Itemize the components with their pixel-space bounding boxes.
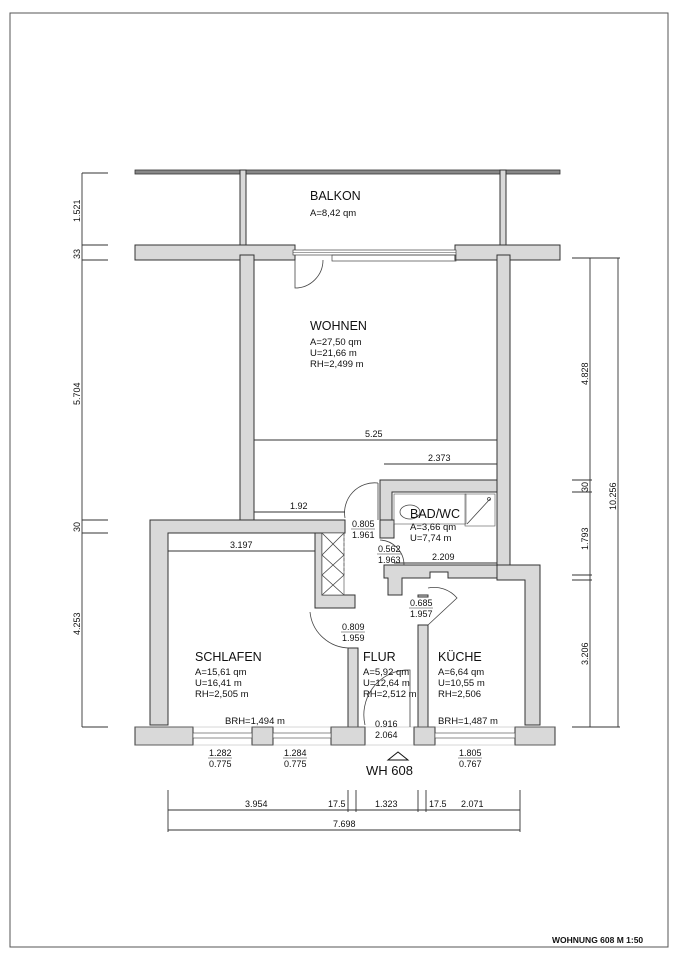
kueche-wall-top [417,594,429,598]
dim-right-kueche: 3.206 [580,642,590,665]
room-name-wohnen: WOHNEN [310,319,367,333]
door-height: 1.961 [352,530,375,540]
room-name-bad: BAD/WC [410,507,460,521]
window-height: 0.775 [284,759,307,769]
left-dimension-chain [81,172,108,728]
room-sill-kueche: BRH=1,487 m [438,716,498,727]
schlafen-wall [149,519,346,726]
room-area-balkon: A=8,42 qm [310,208,356,219]
room-height-schlafen: RH=2,505 m [195,689,249,700]
room-height-flur: RH=2,512 m [363,689,417,700]
sink-icon [399,504,421,520]
dim-bottom-4: 17.5 [429,799,447,809]
inner-dimensions [168,439,497,564]
window-3 [434,732,516,739]
dim-wohnen-width: 5.25 [365,429,383,439]
bad-south-wall [383,564,498,596]
kueche-east-wall [496,564,541,726]
room-height-kueche: RH=2,506 [438,689,481,700]
room-name-kueche: KÜCHE [438,650,482,664]
room-sill-schlafen: BRH=1,494 m [225,716,285,727]
window-height: 0.767 [459,759,482,769]
room-name-schlafen: SCHLAFEN [195,650,262,664]
dim-left-wall-33: 33 [72,249,82,259]
dim-bottom-1: 3.954 [245,799,268,809]
dim-bad-bottom: 2.209 [432,552,455,562]
bad-fixtures [393,493,496,527]
right-dimension-chain [572,257,620,728]
window-width: 1.284 [284,748,307,758]
room-perimeter-bad: U=7,74 m [410,533,452,544]
bad-door-swing-2 [379,539,405,566]
shaft [321,532,345,596]
east-wall [496,254,511,571]
dim-right-bad: 1.793 [580,527,590,550]
dim-bottom-3: 1.323 [375,799,398,809]
entry-door-width: 0.916 [375,719,398,729]
dim-left-balkon: 1.521 [72,199,82,222]
room-area-bad: A=3,66 qm [410,522,456,533]
door-width: 0.805 [352,519,375,529]
room-name-flur: FLUR [363,650,396,664]
dim-schlafen-width: 3.197 [230,540,253,550]
dim-bad-top: 2.373 [428,453,451,463]
window-1 [192,732,253,739]
dim-flur-top: 1.92 [290,501,308,511]
dim-right-total: 10.256 [608,482,618,510]
dim-bottom-total: 7.698 [333,819,356,829]
room-area-schlafen: A=15,61 qm [195,667,247,678]
north-wall [134,244,561,289]
wohnen-west-wall [239,254,255,521]
door-height: 1.963 [378,555,401,565]
sheet-frame [9,12,669,948]
window-width: 1.282 [209,748,232,758]
drawing-title: WOHNUNG 608 M 1:50 [552,935,643,945]
room-perimeter-kueche: U=10,55 m [438,678,485,689]
dim-right-wohnen: 4.828 [580,362,590,385]
room-height-wohnen: RH=2,499 m [310,359,364,370]
shower-icon [464,493,496,527]
room-name-balkon: BALKON [310,189,361,203]
window-2 [272,732,332,739]
kueche-west-wall [417,624,429,731]
dim-bottom-5: 2.071 [461,799,484,809]
flur-west-wall [347,647,359,731]
door-width: 0.685 [410,598,433,608]
door-height: 1.959 [342,633,365,643]
room-perimeter-wohnen: U=21,66 m [310,348,357,359]
bad-door-jamb [379,519,395,539]
dim-bottom-2: 17.5 [328,799,346,809]
window-width: 1.805 [459,748,482,758]
dim-left-schlafen: 4.253 [72,612,82,635]
room-area-kueche: A=6,64 qm [438,667,484,678]
flur-door-swing [309,611,351,649]
room-perimeter-schlafen: U=16,41 m [195,678,242,689]
dim-left-wohnen: 5.704 [72,382,82,405]
room-area-wohnen: A=27,50 qm [310,337,362,348]
entry-door-swing [363,669,411,727]
unit-label: WH 608 [366,763,413,778]
window-height: 0.775 [209,759,232,769]
kueche-door-swing [427,587,458,626]
entrance-triangle-icon [386,751,410,761]
dim-right-wall-30: 30 [580,482,590,492]
room-area-flur: A=5,92 qm [363,667,409,678]
bad-door-swing [344,482,379,519]
room-perimeter-flur: U=12,64 m [363,678,410,689]
door-width: 0.562 [378,544,401,554]
balcony-door-swing [294,259,324,289]
door-height: 1.957 [410,609,433,619]
dim-left-wall-30: 30 [72,522,82,532]
south-wall [134,726,556,746]
bottom-dimension-chain [167,790,521,832]
door-width: 0.809 [342,622,365,632]
entry-door-height: 2.064 [375,730,398,740]
